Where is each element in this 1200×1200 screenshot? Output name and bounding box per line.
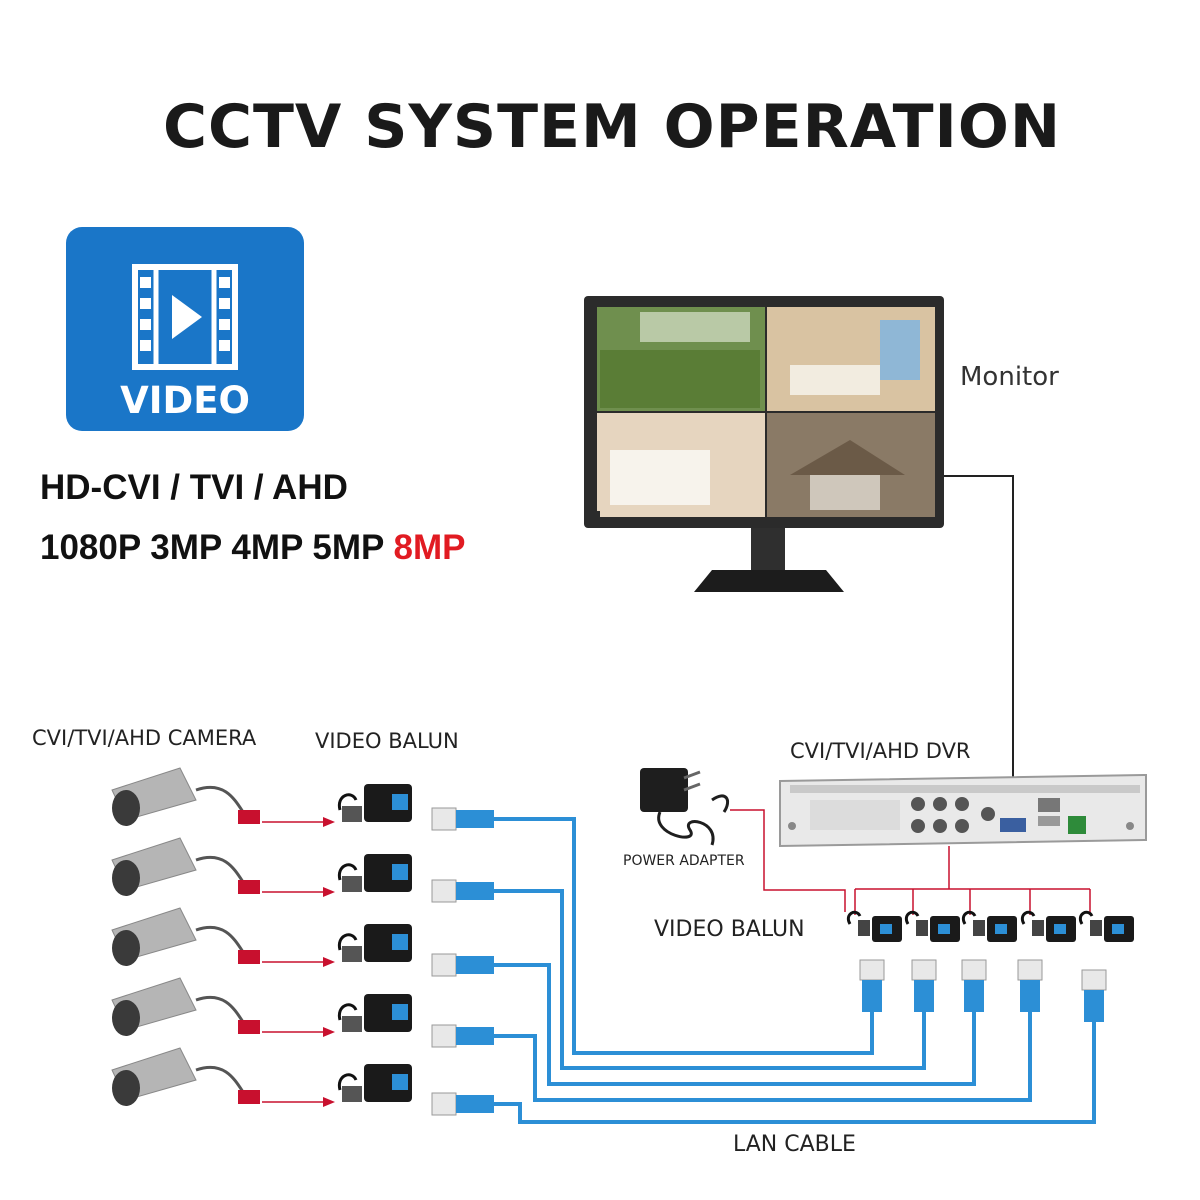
- format-list: HD-CVI / TVI / AHD: [40, 468, 348, 507]
- label-video-balun-left: VIDEO BALUN: [315, 729, 459, 753]
- video-badge-label: VIDEO: [120, 379, 250, 422]
- label-video-balun-right: VIDEO BALUN: [654, 917, 805, 942]
- resolution-normal: 1080P 3MP 4MP 5MP: [40, 528, 384, 567]
- label-dvr: CVI/TVI/AHD DVR: [790, 739, 971, 763]
- label-lan-cable: LAN CABLE: [733, 1132, 856, 1157]
- power-wire: [730, 809, 846, 912]
- camera-row-2: [111, 837, 494, 903]
- dvr: [779, 773, 1147, 848]
- camera-row-1: [111, 767, 494, 831]
- monitor: [584, 296, 944, 592]
- right-rj45-plugs: [859, 959, 1107, 1022]
- monitor-wire: [944, 475, 1014, 778]
- power-adapter: [640, 768, 729, 846]
- label-camera: CVI/TVI/AHD CAMERA: [32, 726, 257, 750]
- right-baluns: [846, 910, 1134, 942]
- label-monitor: Monitor: [960, 362, 1059, 392]
- diagram-title: CCTV SYSTEM OPERATION: [162, 92, 1062, 162]
- resolution-highlight: 8MP: [393, 528, 466, 567]
- label-power-adapter: POWER ADAPTER: [623, 853, 745, 869]
- lan-cables: [493, 817, 1096, 1124]
- camera-row-5: [111, 1047, 494, 1116]
- resolution-list: 1080P 3MP 4MP 5MP 8MP: [40, 528, 465, 568]
- dvr-signal-wires: [854, 846, 1091, 915]
- video-play-icon: [132, 264, 238, 370]
- video-badge: VIDEO: [66, 227, 304, 431]
- camera-row-3: [111, 907, 494, 977]
- camera-row-4: [111, 977, 494, 1048]
